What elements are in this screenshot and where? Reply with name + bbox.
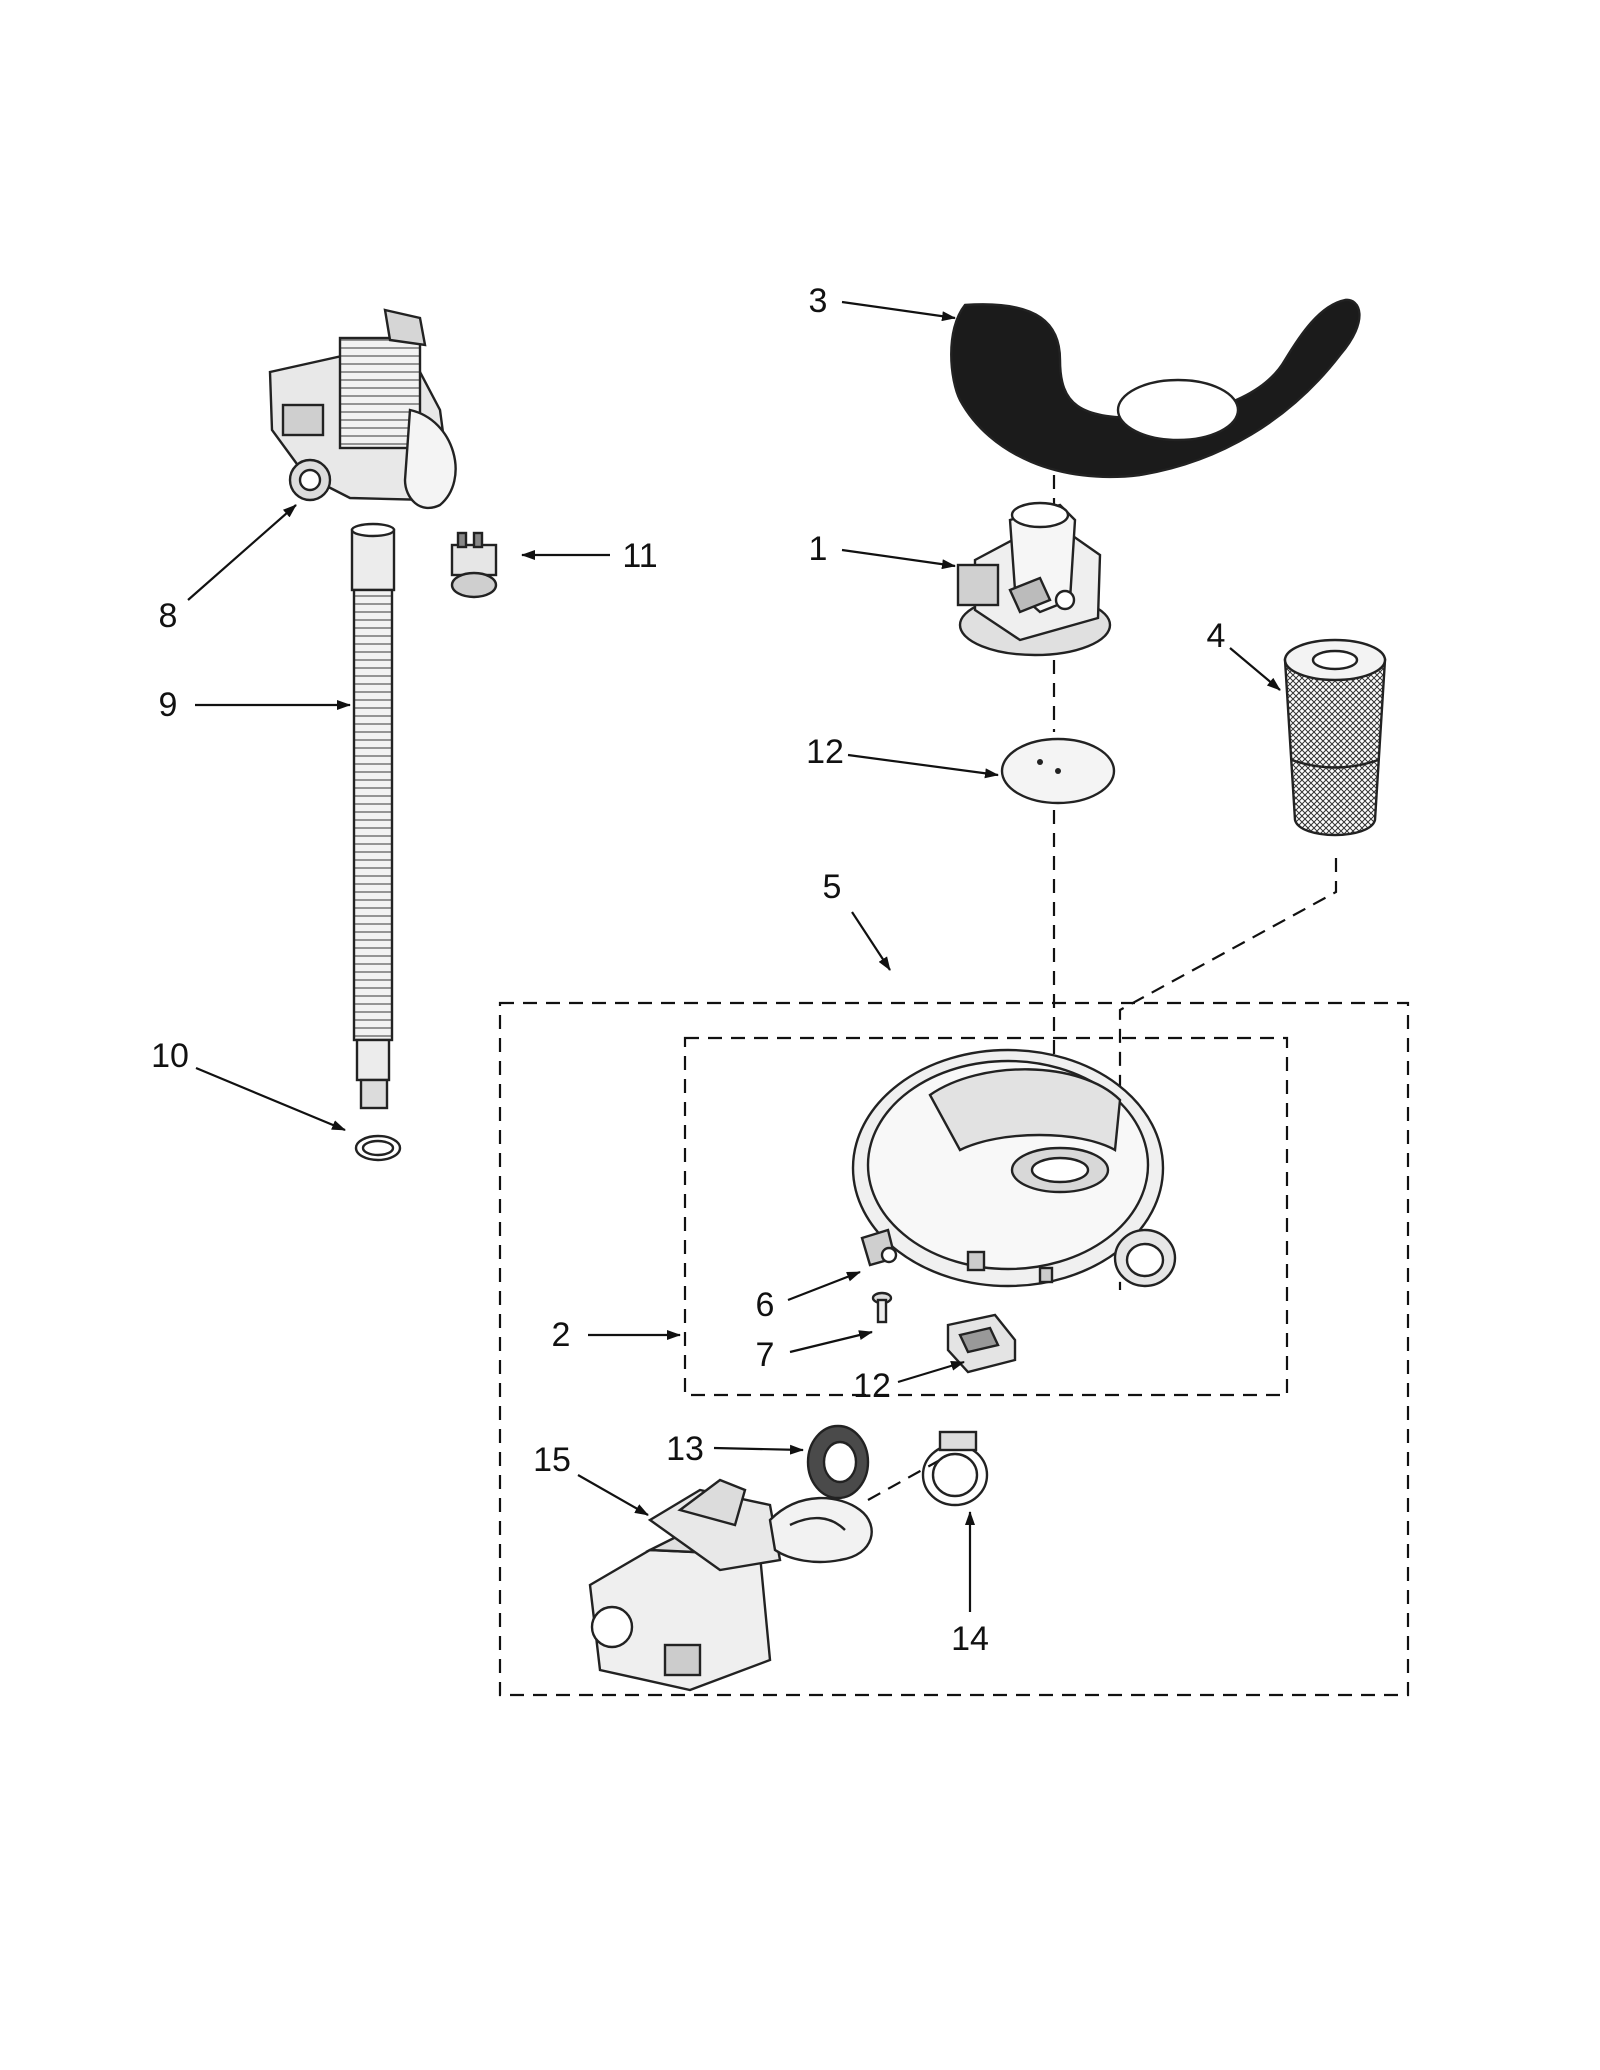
leader-12a <box>847 753 999 779</box>
leader-13 <box>713 1444 804 1455</box>
leader-7 <box>789 1330 873 1354</box>
callout-4: 4 <box>1207 617 1226 655</box>
callout-10: 10 <box>151 1037 189 1075</box>
circulation-pump-part <box>588 1478 873 1692</box>
leader-6 <box>787 1270 861 1302</box>
leader-4 <box>1229 647 1281 691</box>
alignment-line-filter <box>1118 858 1338 1290</box>
callout-12-upper: 12 <box>806 733 844 771</box>
leader-3 <box>841 300 956 322</box>
callout-14: 14 <box>951 1620 989 1658</box>
leader-10 <box>195 1066 346 1132</box>
alignment-line-clamp <box>867 1459 941 1501</box>
filter-cover-part <box>950 298 1361 479</box>
callout-3: 3 <box>809 282 828 320</box>
callout-5: 5 <box>823 868 842 906</box>
leader-1 <box>841 548 956 570</box>
diverter-assembly-part <box>956 501 1112 657</box>
callout-2: 2 <box>552 1316 571 1354</box>
hose-clamp-ring-part <box>354 1134 402 1162</box>
assembly-5-outline <box>498 1001 1410 1697</box>
callout-11: 11 <box>622 537 657 575</box>
assembly-2-outline <box>683 1036 1289 1397</box>
leader-12b <box>897 1360 965 1384</box>
callout-13: 13 <box>666 1430 704 1468</box>
sump-assembly-part <box>851 1048 1177 1288</box>
seal-ring-part <box>806 1424 870 1500</box>
sensor-part <box>450 531 498 599</box>
callout-8: 8 <box>159 597 178 635</box>
callout-6: 6 <box>756 1286 775 1324</box>
disc-part <box>1000 737 1116 805</box>
screw-part <box>871 1291 893 1324</box>
callout-9: 9 <box>159 686 178 724</box>
leader-8 <box>187 504 297 601</box>
drain-hose-part <box>350 522 396 1110</box>
callout-15: 15 <box>533 1441 571 1479</box>
mesh-filter-part <box>1283 638 1387 837</box>
callout-1: 1 <box>809 530 828 568</box>
leader-15 <box>577 1474 649 1516</box>
leader-5 <box>851 911 891 971</box>
drain-pump-part <box>268 308 457 510</box>
hose-clamp-part <box>921 1430 989 1507</box>
bracket-part <box>860 1228 898 1267</box>
callout-7: 7 <box>756 1336 775 1374</box>
callout-12-lower: 12 <box>853 1367 891 1405</box>
connector-block-part <box>946 1313 1017 1374</box>
